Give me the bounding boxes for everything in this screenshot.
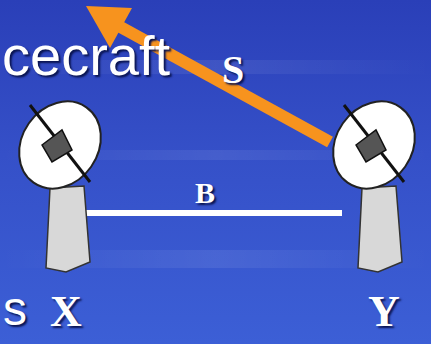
text-fragment: s [3,285,27,333]
baseline-label: B [195,178,215,208]
dish-antenna [2,86,117,272]
title-fragment: cecraft [2,28,170,84]
dish-antenna [316,86,431,272]
station-label: X [50,290,82,334]
baseline-line [82,210,342,216]
vector-label: S [222,50,244,90]
station-label: Y [368,290,400,334]
